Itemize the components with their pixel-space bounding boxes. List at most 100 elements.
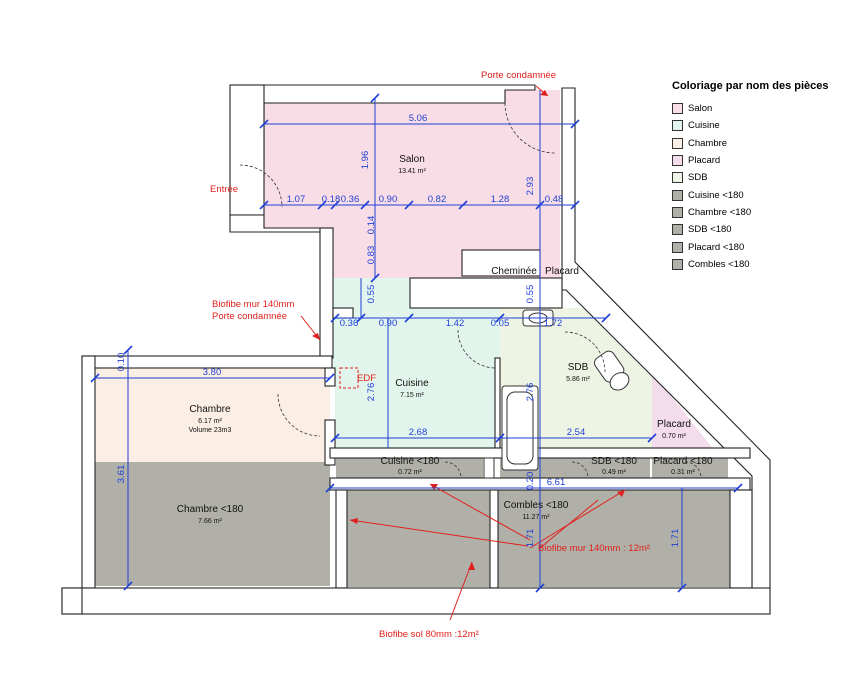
combles-low-fill-1: [347, 490, 490, 587]
placard-area: 0.70 m²: [662, 433, 686, 440]
svg-text:0.82: 0.82: [428, 194, 447, 205]
svg-text:0.18: 0.18: [322, 194, 341, 205]
svg-text:0.20: 0.20: [525, 472, 536, 491]
cuisine-low-label: Cuisine <180: [381, 456, 440, 467]
svg-text:1.07: 1.07: [287, 194, 306, 205]
legend-label: Combles <180: [688, 258, 750, 270]
legend-item: Placard: [672, 152, 857, 169]
dimension-lines: [95, 90, 738, 588]
note-biofibe-mur: Biofibe mur 140mm: [212, 299, 294, 310]
sdb-area: 5.86 m²: [566, 376, 590, 383]
note-edf: EDF: [357, 373, 376, 384]
chambre-fill: [95, 368, 330, 462]
legend-label: Chambre: [688, 137, 728, 149]
placard-low-fill: [652, 458, 728, 478]
svg-text:1.71: 1.71: [670, 529, 681, 548]
salon-area: 13.41 m²: [398, 168, 426, 175]
note-biofibe-sol: Biofibe sol 80mm :12m²: [379, 629, 479, 640]
svg-text:2.68: 2.68: [409, 427, 428, 438]
svg-text:1.96: 1.96: [360, 151, 371, 170]
legend-label: Salon: [688, 103, 713, 115]
svg-text:0.83: 0.83: [366, 246, 377, 265]
svg-text:0.48: 0.48: [545, 194, 564, 205]
legend-item: Chambre: [672, 135, 857, 152]
legend-item: Salon: [672, 100, 857, 117]
cuisine-fill: [333, 278, 500, 448]
svg-text:1.28: 1.28: [491, 194, 510, 205]
legend-swatch: [672, 155, 683, 167]
svg-text:3.61: 3.61: [116, 465, 127, 484]
svg-text:2.93: 2.93: [525, 177, 536, 196]
legend-swatch: [672, 120, 683, 132]
legend-label: SDB: [688, 172, 708, 184]
salon-fill: [264, 90, 560, 278]
legend-title: Coloriage par nom des pièces: [672, 80, 829, 92]
svg-text:0.55: 0.55: [366, 285, 377, 304]
note-entree: Entrée: [210, 184, 238, 195]
combles-area: 11.27 m²: [522, 514, 550, 521]
legend-swatch: [672, 258, 683, 270]
svg-text:1.72: 1.72: [544, 318, 563, 329]
legend-label: Placard: [688, 155, 721, 167]
room-labels: Salon 13.41 m² Cuisine 7.15 m² SDB 5.86 …: [177, 154, 713, 525]
svg-text:0.90: 0.90: [379, 318, 398, 329]
svg-text:0.14: 0.14: [366, 216, 377, 235]
svg-text:0.55: 0.55: [525, 285, 536, 304]
legend-swatch: [672, 172, 683, 184]
legend-item: Cuisine <180: [672, 186, 857, 203]
legend-item: Cuisine: [672, 117, 857, 134]
legend-item: SDB: [672, 169, 857, 186]
placard-low-label: Placard <180: [653, 456, 713, 467]
combles-low-fill-2: [498, 490, 730, 587]
legend-label: Cuisine <180: [688, 189, 744, 201]
legend-item: Chambre <180: [672, 204, 857, 221]
placard-label: Placard: [657, 419, 691, 430]
red-note-texts: Porte condamnée Entrée Biofibe mur 140mm…: [210, 70, 650, 640]
cuisine-area: 7.15 m²: [400, 392, 424, 399]
legend-swatch: [672, 189, 683, 201]
legend-swatch: [672, 103, 683, 115]
door-swings: [239, 102, 702, 479]
svg-text:0.36: 0.36: [341, 194, 360, 205]
legend-label: SDB <180: [688, 224, 732, 236]
salon-label: Salon: [399, 154, 425, 165]
cuisine-low-fill: [336, 458, 483, 478]
legend-label: Cuisine: [688, 120, 720, 132]
svg-text:2.76: 2.76: [366, 383, 377, 402]
svg-text:0.90: 0.90: [379, 194, 398, 205]
legend-swatch: [672, 241, 683, 253]
chambre-area: 6.17 m²: [198, 418, 222, 425]
sdb-label: SDB: [568, 362, 589, 373]
legend-swatch: [672, 137, 683, 149]
cuisine-low-area: 0.72 m²: [398, 469, 422, 476]
legend-item: SDB <180: [672, 221, 857, 238]
svg-text:0.10: 0.10: [116, 353, 127, 372]
svg-text:1.42: 1.42: [446, 318, 465, 329]
dimension-values: 5.06 1.96 2.93 1.07 0.18 0.36 0.90 0.82 …: [116, 113, 681, 547]
placard-small-label: Placard: [545, 266, 579, 277]
chambre-low-fill: [95, 462, 330, 586]
svg-text:0.36: 0.36: [340, 318, 359, 329]
cuisine-label: Cuisine: [395, 378, 429, 389]
legend-swatch: [672, 224, 683, 236]
svg-text:2.76: 2.76: [525, 383, 536, 402]
dimension-ticks: [90, 93, 743, 593]
svg-text:2.54: 2.54: [567, 427, 586, 438]
legend-item: Combles <180: [672, 256, 857, 273]
svg-text:1.71: 1.71: [525, 529, 536, 548]
placard-low-area: 0.31 m²: [671, 469, 695, 476]
red-arrowheads: [312, 90, 625, 570]
combles-label: Combles <180: [504, 500, 569, 511]
svg-text:0.05: 0.05: [491, 318, 510, 329]
sdb-low-label: SDB <180: [591, 456, 637, 467]
chambre-label: Chambre: [189, 404, 231, 415]
chambre-low-label: Chambre <180: [177, 504, 244, 515]
cheminee-label: Cheminée: [491, 266, 537, 277]
svg-text:6.61: 6.61: [547, 477, 566, 488]
legend-label: Chambre <180: [688, 206, 752, 218]
sdb-low-area: 0.49 m²: [602, 469, 626, 476]
note-porte-condamnee: Porte condamnée: [212, 311, 287, 322]
svg-text:5.06: 5.06: [409, 113, 428, 124]
